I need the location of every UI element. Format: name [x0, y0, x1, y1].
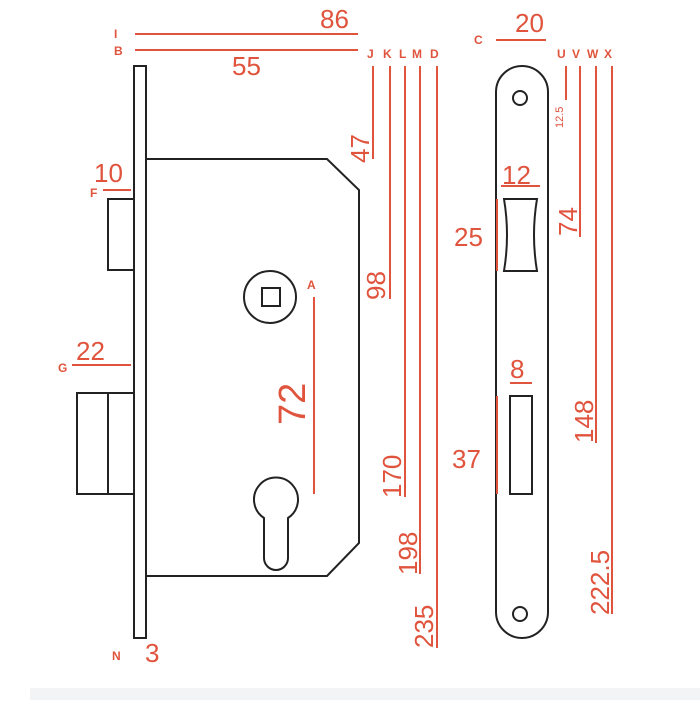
handle-follower-ring [243, 270, 297, 324]
dimension-values-rotated: 72 47 98 170 198 235 12.5 74 148 222.5 [272, 107, 615, 648]
dim-value-198: 198 [393, 532, 423, 575]
letter-a: A [307, 278, 316, 292]
letter-g: G [58, 361, 67, 375]
letter-k: K [383, 47, 392, 61]
dim-value-47: 47 [345, 134, 375, 163]
dim-value-12: 12 [502, 160, 531, 190]
dim-value-37: 37 [452, 444, 481, 474]
letter-w: W [587, 47, 599, 61]
dim-value-8: 8 [510, 354, 524, 384]
letter-labels: I B F G N A J K L M D C U V W X [58, 27, 612, 663]
dim-value-20: 20 [515, 8, 544, 38]
lock-faceplate [133, 65, 147, 639]
dim-value-222-5: 222.5 [585, 550, 615, 615]
dim-value-25: 25 [454, 222, 483, 252]
strike-screw-bottom [512, 606, 528, 622]
dim-value-170: 170 [377, 455, 407, 498]
letter-v: V [572, 47, 580, 61]
latch-opening [502, 198, 539, 272]
letter-x: X [604, 47, 612, 61]
letter-u: U [557, 47, 566, 61]
dim-value-235: 235 [409, 605, 439, 648]
letter-i: I [114, 27, 117, 41]
dim-value-148: 148 [569, 400, 599, 443]
dim-value-72: 72 [272, 383, 314, 425]
strike-plate [495, 65, 549, 639]
bolt-opening [509, 395, 533, 495]
dim-value-22: 22 [76, 336, 105, 366]
dim-value-12-5: 12.5 [554, 107, 566, 128]
footer-bar [30, 688, 700, 700]
latch-bolt [107, 198, 135, 271]
dead-bolt [76, 392, 135, 495]
letter-c: C [474, 33, 483, 47]
strike-plate-outline [495, 65, 549, 639]
letter-b: B [114, 44, 123, 58]
lock-case [145, 158, 360, 577]
dim-value-86: 86 [320, 4, 349, 34]
dim-value-3: 3 [145, 638, 159, 668]
dimension-lines [72, 33, 613, 648]
lock-body-outline [76, 65, 360, 639]
letter-d: D [430, 47, 439, 61]
strike-screw-top [512, 90, 528, 106]
letter-j: J [367, 47, 374, 61]
dim-value-74: 74 [553, 207, 583, 236]
dimension-values: 86 55 10 22 3 20 12 25 8 37 [76, 4, 544, 668]
letter-l: L [399, 47, 406, 61]
dim-value-55: 55 [232, 51, 261, 81]
cylinder-keyhole [253, 476, 299, 571]
letter-n: N [112, 649, 121, 663]
letter-f: F [90, 186, 97, 200]
handle-follower-square [261, 287, 281, 307]
dim-value-10: 10 [94, 158, 123, 188]
letter-m: M [412, 47, 422, 61]
dim-value-98: 98 [361, 271, 391, 300]
